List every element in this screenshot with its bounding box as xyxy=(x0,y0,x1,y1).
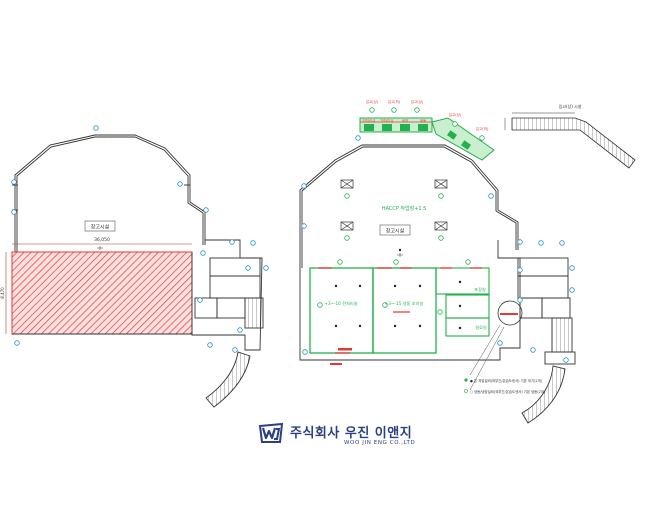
company-logo-mark xyxy=(258,422,284,443)
right-plan-blue-markers xyxy=(301,135,575,363)
top-panel-label-1: 전처리실 xyxy=(363,118,376,123)
company-name-korean: 주식회사 우진 이앤지 xyxy=(290,426,413,441)
right-plan-markers xyxy=(317,107,485,315)
top-tag-1: 입고(상) xyxy=(366,99,379,104)
left-room-label-box xyxy=(84,220,116,232)
legend-line-1: ● 온·저압설비(외부간/온습도센서) 기본 외기(2개) xyxy=(470,378,543,383)
haccp-label: HACCP 작업장+1.5 xyxy=(382,205,427,212)
right-room-label: 창고시설 xyxy=(386,228,405,235)
room-a xyxy=(309,267,374,354)
left-plan xyxy=(5,134,264,408)
right-plan-dots xyxy=(334,248,462,330)
right-plan xyxy=(299,144,576,424)
top-tag-3: 입고(상) xyxy=(411,99,424,104)
top-tag-5: 입고(하) xyxy=(476,126,489,131)
top-panel-label-2: 전처리실 xyxy=(381,118,394,123)
top-panel-group xyxy=(359,117,495,161)
room-a-label: +3~-10 전처리실 xyxy=(324,300,357,307)
top-tag-4: 입고(상) xyxy=(449,112,462,117)
company-logo: 주식회사 우진 이앤지 WOO JIN ENG CO.,LTD xyxy=(258,420,438,456)
stair-detail xyxy=(504,112,636,169)
left-dimension-height: 8,470 xyxy=(0,287,5,299)
top-panel-label-3: 냉장 xyxy=(402,118,409,123)
legend-line-2: ○ 냉동/냉장설비(외부간/온습도센서) 기본 냉동(2개) xyxy=(470,389,546,394)
left-plan-markers xyxy=(11,125,269,353)
top-tag-2: 입고(하) xyxy=(388,99,401,104)
small-room-1-label: 포장실 xyxy=(474,286,486,292)
room-b-label: +3~-15 냉동 조리실 xyxy=(385,300,424,307)
left-dimension-width: 36,050 xyxy=(94,237,110,243)
right-plan-red-bars xyxy=(330,313,518,365)
top-panel-label-4: 냉동 xyxy=(420,118,427,123)
room-b xyxy=(372,267,437,354)
hatched-area xyxy=(11,251,193,335)
left-room-label: 창고시설 xyxy=(91,224,110,231)
stair-detail-label: 입고(상) 시설 xyxy=(559,103,582,109)
company-name-english: WOO JIN ENG CO.,LTD xyxy=(344,440,416,446)
small-room-2-label: 원료실 xyxy=(475,324,487,330)
